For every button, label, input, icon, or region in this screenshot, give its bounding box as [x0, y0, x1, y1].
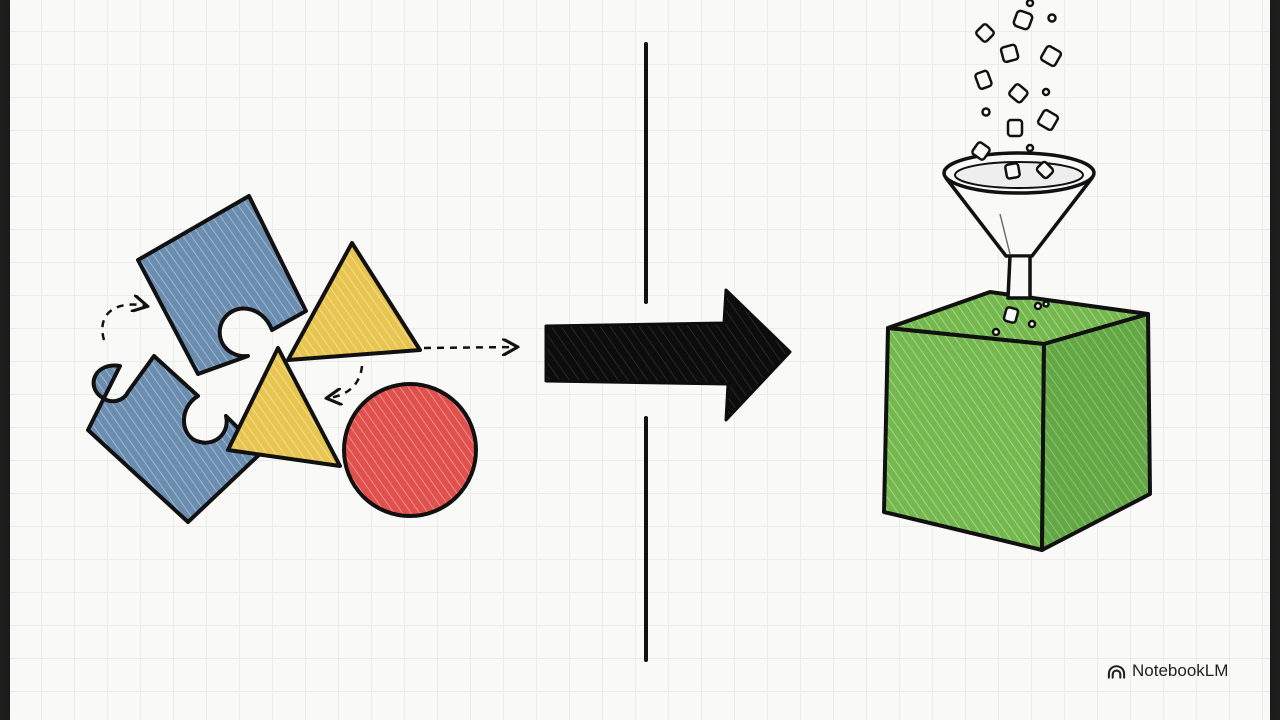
particle: [974, 69, 993, 90]
particle: [1047, 13, 1057, 23]
particle: [991, 327, 1001, 337]
particle: [1002, 306, 1020, 324]
falling-particles: [971, 0, 1063, 337]
particle: [1039, 44, 1063, 68]
particle: [981, 107, 991, 117]
triangle-lower: [226, 346, 342, 468]
particle: [1025, 143, 1035, 153]
particle: [971, 141, 991, 161]
scattered-pieces-group: [86, 194, 516, 524]
cube-side-face: [1040, 312, 1152, 552]
dashed-arrow-right: [423, 347, 516, 348]
particle: [1042, 300, 1050, 308]
brand-name: NotebookLM: [1132, 661, 1229, 680]
dashed-arrow-curve-left: [101, 304, 146, 341]
puzzle-piece-upper: [136, 194, 308, 376]
particle: [999, 43, 1020, 64]
particle: [1027, 319, 1037, 329]
particle: [1041, 87, 1051, 97]
particle: [1004, 162, 1021, 180]
cube-front-face: [882, 326, 1046, 552]
transition-group: [544, 42, 792, 662]
green-cube: [882, 290, 1152, 552]
particle: [1033, 301, 1043, 311]
particle: [1035, 160, 1055, 180]
particle: [975, 23, 995, 43]
notebooklm-watermark: NotebookLM: [1107, 659, 1228, 683]
notebooklm-logo-icon: [1107, 665, 1126, 679]
triangle-upper: [286, 241, 422, 362]
particle: [1008, 83, 1029, 104]
arrow-right-icon: [544, 288, 792, 422]
particle: [1036, 108, 1060, 132]
dashed-arrow-curve-center: [328, 365, 364, 398]
particle: [1025, 0, 1035, 8]
puzzle-piece-lower: [86, 354, 264, 524]
particle: [1012, 9, 1034, 31]
red-circle: [342, 382, 478, 518]
funnel-cube-group: [882, 0, 1152, 552]
particle: [1006, 118, 1024, 138]
